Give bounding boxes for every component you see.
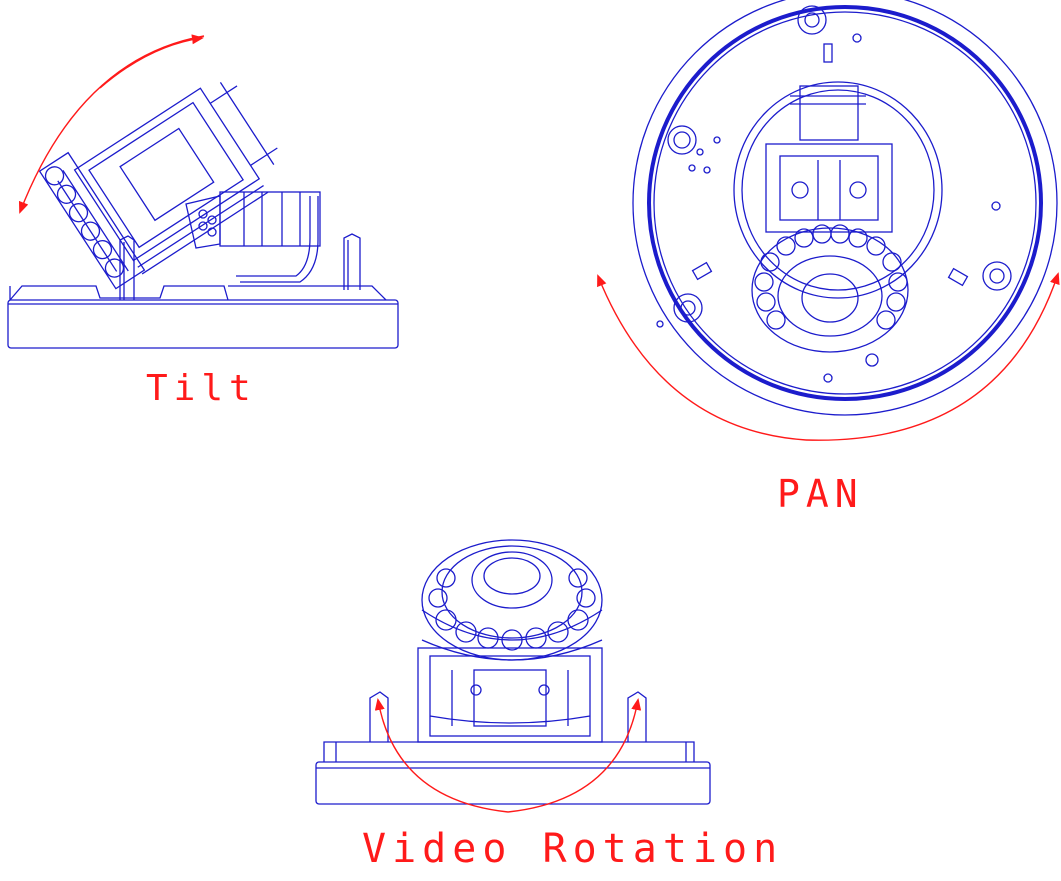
rotation-arrow	[374, 698, 642, 813]
tilt-arrow	[18, 34, 205, 214]
tilt-label: Tilt	[146, 368, 257, 409]
pan-label: PAN	[777, 472, 864, 516]
rotation-view	[315, 539, 711, 805]
video-rotation-label: Video Rotation	[362, 826, 784, 872]
pan-arrow	[597, 272, 1060, 441]
tilt-view	[7, 82, 399, 349]
pan-view	[632, 0, 1058, 416]
